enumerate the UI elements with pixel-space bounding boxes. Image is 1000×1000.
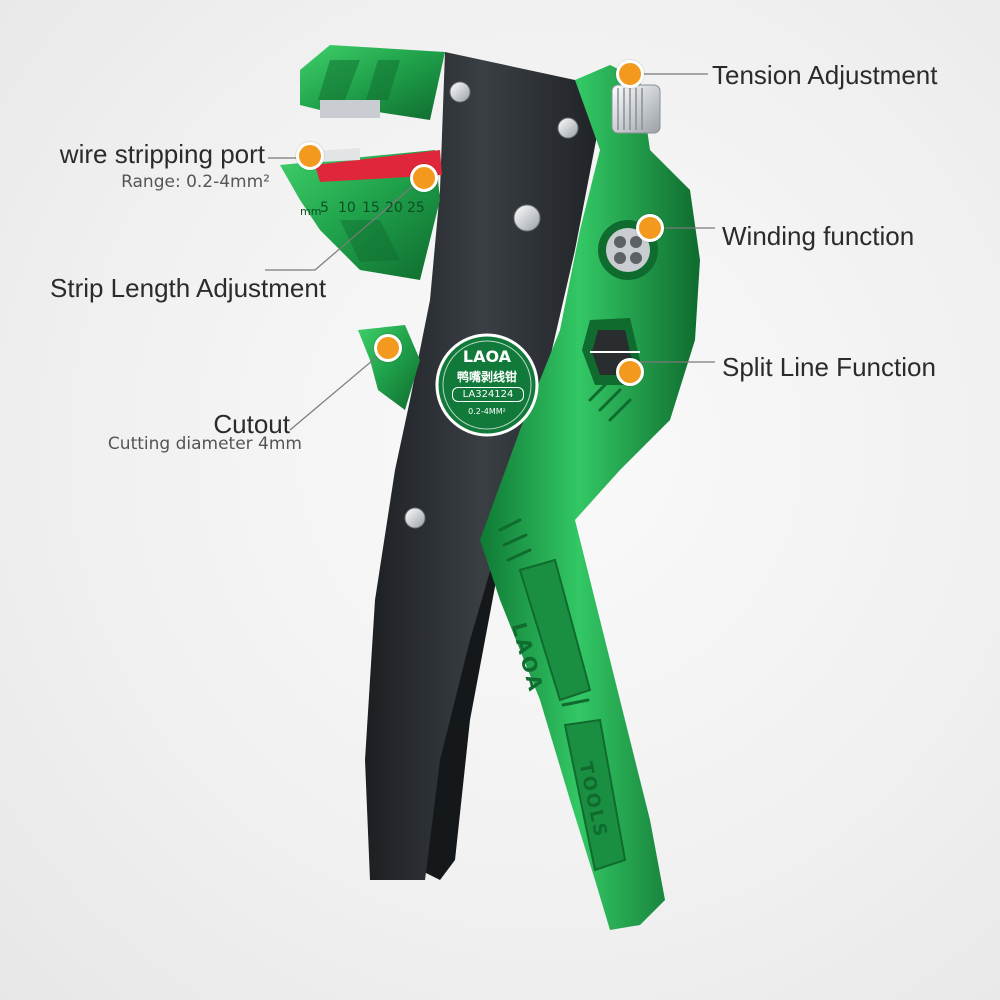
- callout-strip-length-title: Strip Length Adjustment: [50, 273, 327, 303]
- callout-dot-split-line: [616, 358, 644, 386]
- brand-badge: [435, 333, 539, 437]
- black-body: [365, 52, 600, 880]
- scale-tick: 25: [407, 200, 425, 216]
- callout-tension-title: Tension Adjustment: [712, 60, 938, 90]
- badge-chinese-name: 鸭嘴剥线钳: [456, 370, 517, 384]
- scale-tick: 20: [385, 200, 403, 216]
- scale-tick: 5: [320, 200, 329, 216]
- callout-cutout-title: Cutout: [213, 409, 290, 439]
- callout-wire-port-title: wire stripping port: [59, 139, 265, 169]
- tension-knob: [611, 84, 661, 134]
- badge-brand: LAOA: [462, 347, 512, 366]
- cutout-hook: [358, 325, 420, 410]
- callout-wire-port-subtitle: Range: 0.2-4mm²: [121, 172, 270, 192]
- handle-panel-lower: [563, 718, 627, 872]
- badge-range: 0.2-4MM²: [468, 407, 506, 416]
- callout-dot-winding: [636, 214, 664, 242]
- rivets: [404, 81, 579, 529]
- scale-unit: mm: [300, 205, 322, 218]
- callout-dot-tension: [616, 60, 644, 88]
- handle-panel-upper: [518, 558, 592, 702]
- scale-tick: 10: [338, 200, 356, 216]
- callout-dot-cutout: [374, 334, 402, 362]
- badge-model: LA324124: [452, 387, 524, 402]
- lower-jaw: [280, 150, 440, 280]
- green-body: [480, 65, 700, 930]
- callout-dot-wire-port: [296, 142, 324, 170]
- callout-cutout-subtitle: Cutting diameter 4mm: [107, 434, 302, 454]
- callout-dot-strip-length: [410, 164, 438, 192]
- callout-winding-title: Winding function: [722, 221, 915, 251]
- scale-tick: 15: [362, 200, 380, 216]
- callout-split-line-title: Split Line Function: [722, 352, 936, 382]
